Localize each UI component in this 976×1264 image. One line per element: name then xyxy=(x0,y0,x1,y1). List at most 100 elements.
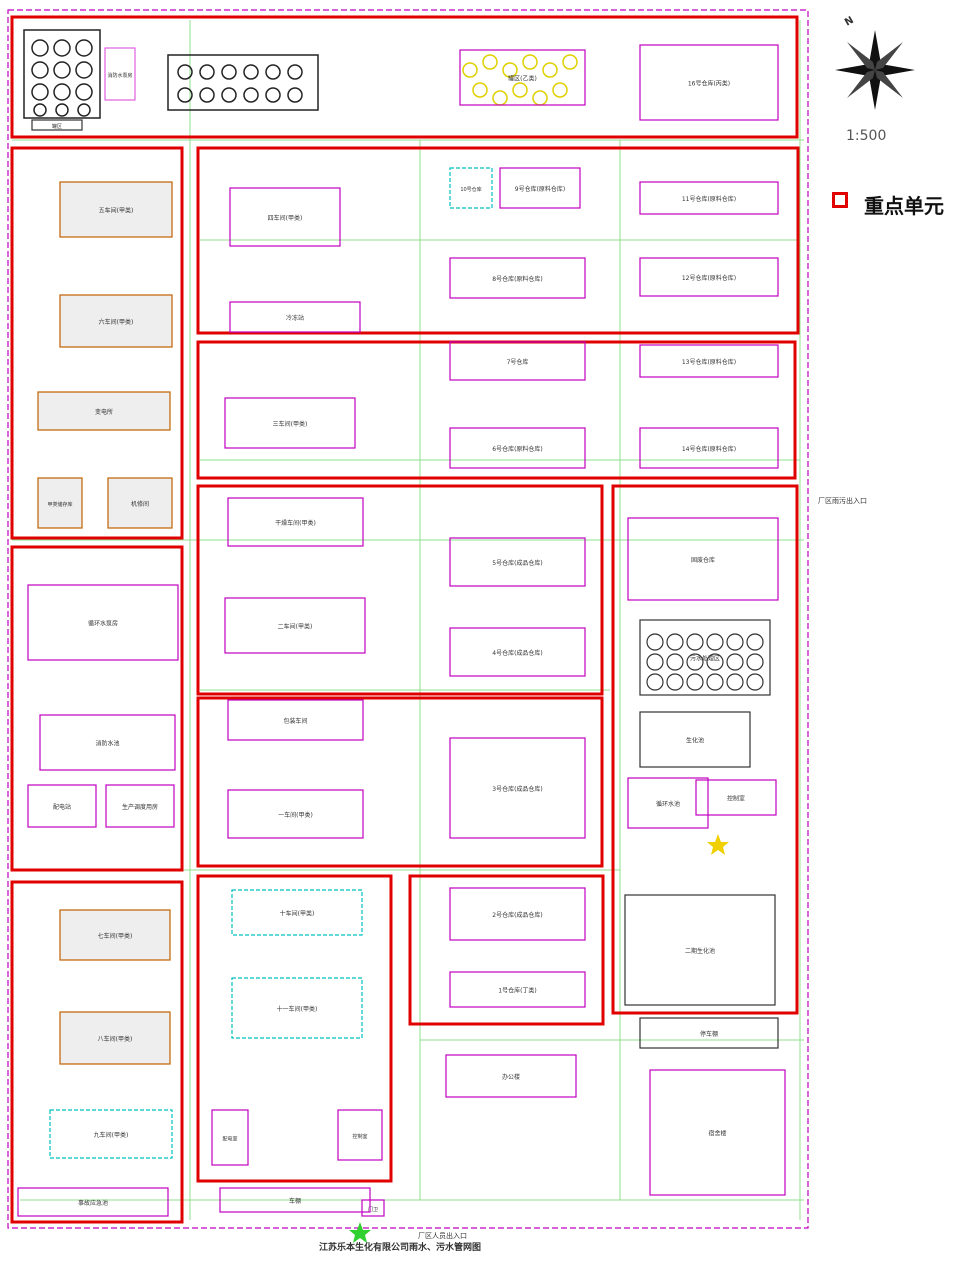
building-label: 消防水池 xyxy=(95,740,119,748)
key-unit-boxes xyxy=(10,15,800,1224)
building-7c xyxy=(59,909,171,961)
building-label: 四车间(甲类) xyxy=(268,214,303,222)
building-ctrl xyxy=(695,779,777,816)
building-label: 14号仓库(原料仓库) xyxy=(682,445,736,453)
building-label: 生化池 xyxy=(686,737,704,745)
building-label: 机修间 xyxy=(131,500,149,508)
building-label: 停车棚 xyxy=(700,1030,718,1038)
building-yellow-tanks xyxy=(459,49,586,106)
building-label: 6号仓库(原料仓库) xyxy=(492,445,543,453)
building-water xyxy=(639,619,771,696)
building-label: 2号仓库(成品仓库) xyxy=(492,911,543,919)
building-label: 9号仓库(原料仓库) xyxy=(515,185,566,193)
building-label: 十一车间(甲类) xyxy=(277,1005,318,1013)
building-label: 罐区(乙类) xyxy=(508,75,537,83)
building-w9 xyxy=(499,167,581,209)
building-w5 xyxy=(449,537,586,587)
building-label: 办公楼 xyxy=(502,1073,520,1081)
site-boundary xyxy=(7,9,809,1229)
building-label: 循环水泵房 xyxy=(88,620,118,628)
building-cold xyxy=(229,301,361,333)
building-w14 xyxy=(639,427,779,469)
building-dist2 xyxy=(211,1109,249,1166)
building-label: 变电所 xyxy=(95,408,113,416)
building-label: 罐区 xyxy=(52,123,62,130)
legend-swatch xyxy=(832,192,848,208)
star-icon xyxy=(349,1222,371,1243)
building-3c xyxy=(224,397,356,449)
building-label: 循环水池 xyxy=(656,800,680,808)
building-label: 10号仓库 xyxy=(460,186,481,193)
building-mgmt xyxy=(105,784,175,828)
building-label: 宿舍楼 xyxy=(708,1130,726,1138)
building-cw xyxy=(27,584,179,661)
building-label: 11号仓库(原料仓库) xyxy=(682,195,736,203)
building-bio xyxy=(639,711,751,768)
building-label: 门卫 xyxy=(368,1206,378,1213)
building-label: 五车间(甲类) xyxy=(99,207,134,215)
building-11c xyxy=(231,977,363,1039)
key-unit-left-3 xyxy=(10,880,184,1224)
building-label: 12号仓库(原料仓库) xyxy=(682,274,736,282)
building-pool xyxy=(39,714,176,771)
building-w10 xyxy=(449,167,493,209)
building-gatehouse xyxy=(361,1199,385,1217)
east-gate-label: 厂区雨污出入口 xyxy=(818,496,867,505)
building-w11 xyxy=(639,181,779,215)
building-label: 污水处理区 xyxy=(690,655,720,663)
building-ctrl2 xyxy=(337,1109,383,1161)
map-caption: 江苏乐本生化有限公司雨水、污水管网图 xyxy=(318,1243,481,1253)
key-unit-center-4 xyxy=(196,696,604,868)
building-park xyxy=(639,1017,779,1049)
key-unit-right xyxy=(611,484,799,1015)
south-gate-label: 厂区人员出入口 xyxy=(418,1231,467,1240)
building-label: 7号仓库 xyxy=(507,358,529,366)
building-fire-pump xyxy=(37,477,83,529)
building-16 xyxy=(639,44,779,121)
tank-farm-top-center xyxy=(167,54,319,111)
key-unit-center-6 xyxy=(408,874,605,1026)
building-label: 六车间(甲类) xyxy=(99,318,134,326)
building-substation xyxy=(37,391,171,431)
building-label: 十车间(甲类) xyxy=(280,910,315,918)
building-label: 配电站 xyxy=(53,803,71,811)
building-label: 干燥车间(甲类) xyxy=(275,519,316,527)
building-label: 二期生化池 xyxy=(685,947,715,955)
building-office xyxy=(445,1054,577,1098)
building-label: 二车间(甲类) xyxy=(278,623,313,631)
building-label: 三车间(甲类) xyxy=(273,420,308,428)
building-label: 八车间(甲类) xyxy=(98,1035,133,1043)
building-pump xyxy=(104,47,136,101)
building-label: 5号仓库(成品仓库) xyxy=(492,559,543,567)
building-w13 xyxy=(639,344,779,378)
building-tank-s xyxy=(17,1187,169,1217)
key-unit-center-1 xyxy=(196,146,800,335)
building-label: 配电室 xyxy=(222,1136,237,1143)
compass-north-label: N xyxy=(843,15,856,29)
building-label: 九车间(甲类) xyxy=(94,1131,129,1139)
building-label: 4号仓库(成品仓库) xyxy=(492,649,543,657)
building-9c xyxy=(49,1109,173,1159)
building-label: 包装车间 xyxy=(283,717,307,725)
building-w8 xyxy=(449,257,586,299)
tank-farm-top-left xyxy=(23,29,101,119)
building-solid xyxy=(627,517,779,601)
building-label: 3号仓库(成品仓库) xyxy=(492,785,543,793)
building-2c xyxy=(224,597,366,654)
building-label: 一车间(甲类) xyxy=(278,811,313,819)
building-label: 固废仓库 xyxy=(691,556,715,564)
building-w1 xyxy=(449,971,586,1008)
building-shed xyxy=(219,1187,371,1213)
building-power xyxy=(107,477,173,529)
building-label: 8号仓库(原料仓库) xyxy=(492,275,543,283)
building-label: 消防水泵房 xyxy=(107,72,132,79)
building-w7 xyxy=(449,341,586,381)
key-unit-center-3 xyxy=(196,484,604,696)
building-dorm xyxy=(649,1069,786,1196)
building-1c-pack xyxy=(227,699,364,741)
building-label: 13号仓库(原料仓库) xyxy=(682,358,736,366)
building-w4 xyxy=(449,627,586,677)
building-6 xyxy=(59,294,173,348)
building-w12 xyxy=(639,257,779,297)
